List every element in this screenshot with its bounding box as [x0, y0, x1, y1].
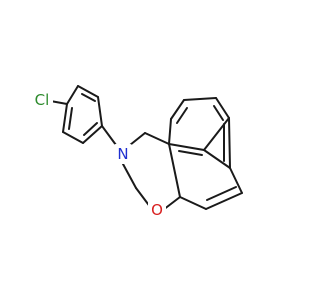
bond-n-ch2-top: [129, 132, 146, 146]
bond-naphthalene-8: [170, 99, 185, 120]
bond-chlorophenyl-1: [66, 85, 79, 105]
chlorine-atom-label: Cl: [35, 91, 50, 109]
bond-aryl-n: [101, 125, 117, 146]
bond-naphthalene-4: [229, 167, 243, 194]
molecule-structure: Cl N O: [31, 85, 243, 221]
bond-naphthalene-inner-2: [178, 150, 203, 156]
bond-chlorophenyl-3: [97, 96, 103, 127]
bond-chlorophenyl-inner-2: [83, 122, 98, 136]
chlorine-label-background: [31, 90, 53, 110]
bond-naphthalene-11: [228, 117, 231, 169]
bond-naphthalene-9: [183, 97, 217, 101]
bond-naphthalene-5: [203, 149, 231, 169]
bond-chlorophenyl-inner-1: [81, 93, 96, 102]
bond-naphthalene-1: [168, 143, 181, 198]
bond-naphthalene-inner-1: [206, 186, 237, 201]
nitrogen-atom-label: N: [117, 145, 128, 163]
bond-ch2-c1: [144, 132, 170, 145]
structure-canvas: Cl N O: [31, 85, 243, 221]
bond-layer: [44, 85, 243, 211]
bond-naphthalene-10: [215, 97, 230, 119]
bond-n-ch2-bottom: [122, 163, 137, 189]
oxygen-atom-label: O: [151, 201, 163, 219]
bond-naphthalene-2: [179, 196, 207, 210]
bond-chlorophenyl-4: [82, 125, 103, 144]
bond-naphthalene-6: [168, 143, 205, 151]
bond-chlorophenyl-inner-3: [68, 107, 73, 130]
bond-naphthalene-3: [205, 192, 243, 210]
bond-naphthalene-inner-3: [176, 107, 188, 124]
bond-naphthalene-7: [168, 118, 172, 145]
nitrogen-label-background: [114, 144, 132, 164]
bond-chlorophenyl-5: [62, 131, 84, 144]
bond-naphthalene-inner-4: [213, 105, 224, 121]
bond-chlorophenyl-6: [62, 103, 68, 133]
oxygen-label-background: [148, 199, 166, 221]
bond-chlorophenyl-2: [77, 85, 99, 98]
atom-label-layer: Cl N O: [31, 90, 166, 221]
bond-naphthalene-12: [203, 117, 230, 151]
